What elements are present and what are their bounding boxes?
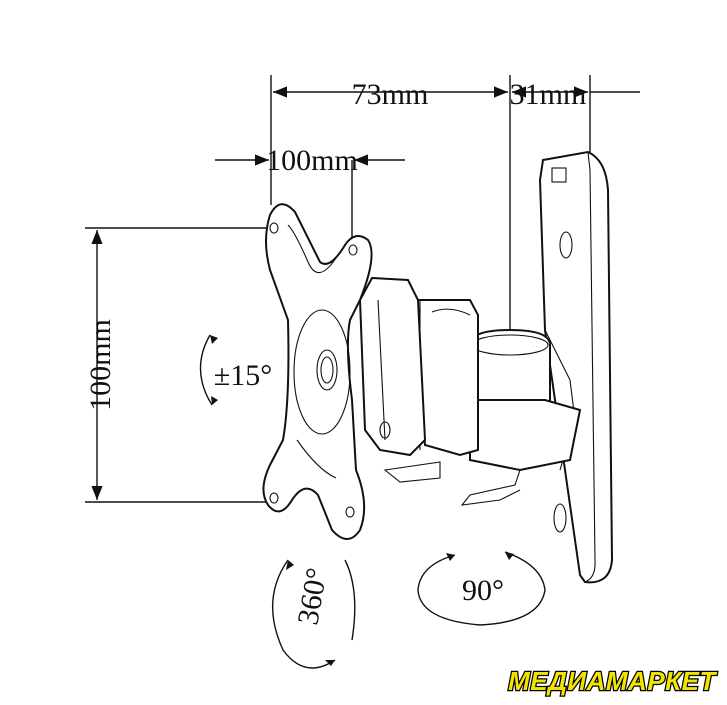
tilt-arc-icon: [199, 334, 218, 406]
dimension-lines: [85, 75, 640, 503]
vesa-plate: [262, 203, 373, 540]
dimension-100mm-v-label: 100mm: [84, 319, 117, 411]
dimension-100mm-h-label: 100mm: [266, 144, 358, 177]
rotation-angle-label: 360°: [291, 565, 333, 627]
rotation-arc-icon: [272, 559, 356, 669]
swivel-angle-label: 90°: [462, 574, 504, 607]
watermark-logo: МЕДИАМАРКЕТ: [507, 665, 718, 698]
tilt-angle-label: ±15°: [214, 359, 272, 392]
swivel-arc-icon: [417, 551, 546, 626]
watermark-text: МЕДИАМАРКЕТ: [508, 666, 717, 696]
arm-assembly: [358, 276, 582, 506]
dimension-31mm-label: 31mm: [510, 78, 587, 111]
dimension-73mm-label: 73mm: [352, 78, 429, 111]
